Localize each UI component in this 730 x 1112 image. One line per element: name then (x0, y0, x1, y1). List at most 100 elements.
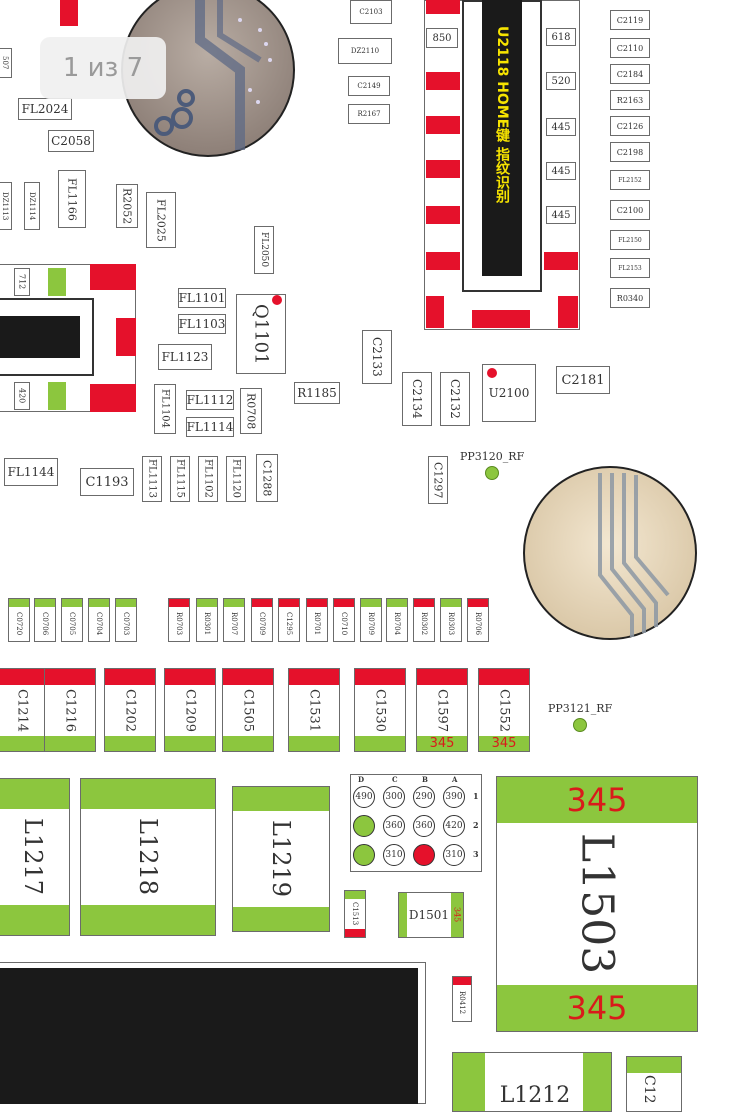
chip-left-die (0, 316, 80, 358)
grid-cell-b3 (413, 844, 435, 866)
inductor-l1218: L1218 (80, 778, 216, 936)
label-fl2024: FL2024 (18, 98, 72, 120)
small-chip-r0706: R0706 (467, 598, 489, 642)
u2118-pad-445b: 445 (546, 162, 576, 180)
cap-c1202: C1202 (104, 668, 156, 752)
pad-red-1 (90, 264, 136, 290)
label-fl2025: FL2025 (146, 192, 176, 248)
cap-c1209: C1209 (164, 668, 216, 752)
right-c2184: C2184 (610, 64, 650, 84)
label-fl1120: FL1120 (226, 456, 246, 502)
inductor-l1212: L1212 (452, 1052, 612, 1112)
label-c1297: C1297 (428, 456, 448, 504)
grid-cell-b1: 290 (413, 786, 435, 808)
grid-cell-a1: 390 (443, 786, 465, 808)
label-fl1123: FL1123 (158, 344, 212, 370)
cap-c1216: C1216 (44, 668, 96, 752)
u2118-pad-l4 (426, 160, 460, 178)
pad-712: 712 (14, 268, 30, 296)
label-fl1144: FL1144 (4, 458, 58, 486)
grid-cell-a2: 420 (443, 815, 465, 837)
grid-cell-c3: 310 (383, 844, 405, 866)
right-c2100: C2100 (610, 200, 650, 220)
label-u2100: U2100 (482, 364, 536, 422)
label-r1185: R1185 (294, 382, 340, 404)
u2118-pad-850: 850 (426, 28, 458, 48)
pad-green-2 (48, 382, 66, 410)
u2118-pad-b2 (472, 310, 530, 328)
small-chip-c0703: C0703 (115, 598, 137, 642)
testpoint-pp3120 (485, 466, 499, 480)
label-fl1103: FL1103 (178, 314, 226, 334)
chip-u2118-die (482, 0, 522, 276)
right-c2126: C2126 (610, 116, 650, 136)
pad-420: 420 (14, 382, 30, 410)
testpoint-label-pp3120: PP3120_RF (460, 450, 525, 463)
cap-c1214: C1214 (0, 668, 48, 752)
pin1-dot-q1101 (272, 295, 282, 305)
partial-c12: C12 (626, 1056, 682, 1112)
grid-cell-d1: 490 (353, 786, 375, 808)
small-chip-r0302: R0302 (413, 598, 435, 642)
label-c1288: C1288 (256, 454, 278, 502)
label-fl1102: FL1102 (198, 456, 218, 502)
small-chip-r0701: R0701 (306, 598, 328, 642)
u2118-pad-l2 (426, 72, 460, 90)
pin1-dot-u2100 (487, 368, 497, 378)
pad-red-2 (116, 318, 136, 356)
grid-cell-d3 (353, 844, 375, 866)
grid-cell-c2: 360 (383, 815, 405, 837)
small-chip-c1295: C1295 (278, 598, 300, 642)
small-chip-c0720: C0720 (8, 598, 30, 642)
testpoint-label-pp3121: PP3121_RF (548, 702, 613, 715)
small-chip-r0301: R0301 (196, 598, 218, 642)
cap-c1531: C1531 (288, 668, 340, 752)
label-c2132: C2132 (440, 372, 470, 426)
right-c2119: C2119 (610, 10, 650, 30)
label-dz1113: DZ1113 (0, 182, 12, 230)
right-fl2150: FL2150 (610, 230, 650, 250)
small-chip-r0707: R0707 (223, 598, 245, 642)
label-fl2050: FL2050 (254, 226, 274, 274)
right-fl2152: FL2152 (610, 170, 650, 190)
grid-cell-c1: 300 (383, 786, 405, 808)
u2118-pad-b1 (426, 296, 444, 328)
label-c2103: C2103 (350, 0, 392, 24)
label-c2181: C2181 (556, 366, 610, 394)
grid-col-a: A (452, 775, 458, 784)
diode-d1501: D1501 345 (398, 892, 464, 938)
label-fl1166: FL1166 (58, 170, 86, 228)
small-chip-c0706: C0706 (34, 598, 56, 642)
pad-red-3 (90, 384, 136, 412)
u2118-pad-l1 (426, 0, 460, 14)
u2118-pad-l6 (426, 252, 460, 270)
page-indicator: 1 из 7 (40, 37, 166, 99)
u2118-pad-618: 618 (546, 28, 576, 46)
cap-c1530: C1530 (354, 668, 406, 752)
chip-bottom-left-die (0, 968, 418, 1104)
testpoint-pp3121 (573, 718, 587, 732)
u2118-pad-b3 (558, 296, 578, 328)
right-r2163: R2163 (610, 90, 650, 110)
grid-cell-a3: 310 (443, 844, 465, 866)
grid-col-d: D (358, 775, 365, 784)
label-dz2110: DZ2110 (338, 38, 392, 64)
small-chip-c0709: C0709 (251, 598, 273, 642)
pad-507: 507 (0, 48, 12, 78)
label-fl1112: FL1112 (186, 390, 234, 410)
label-c1193: C1193 (80, 468, 134, 496)
grid-row-1: 1 (473, 791, 479, 801)
grid-col-b: B (422, 775, 428, 784)
small-chip-r0703: R0703 (168, 598, 190, 642)
label-c2134: C2134 (402, 372, 432, 426)
right-r0340: R0340 (610, 288, 650, 308)
grid-row-3: 3 (473, 849, 479, 859)
label-fl1114: FL1114 (186, 417, 234, 437)
right-c2110: C2110 (610, 38, 650, 58)
label-r2167: R2167 (348, 104, 390, 124)
grid-row-2: 2 (473, 820, 479, 830)
res-r0412: R0412 (452, 976, 472, 1022)
right-c2198: C2198 (610, 142, 650, 162)
u2118-pad-r1 (544, 252, 578, 270)
